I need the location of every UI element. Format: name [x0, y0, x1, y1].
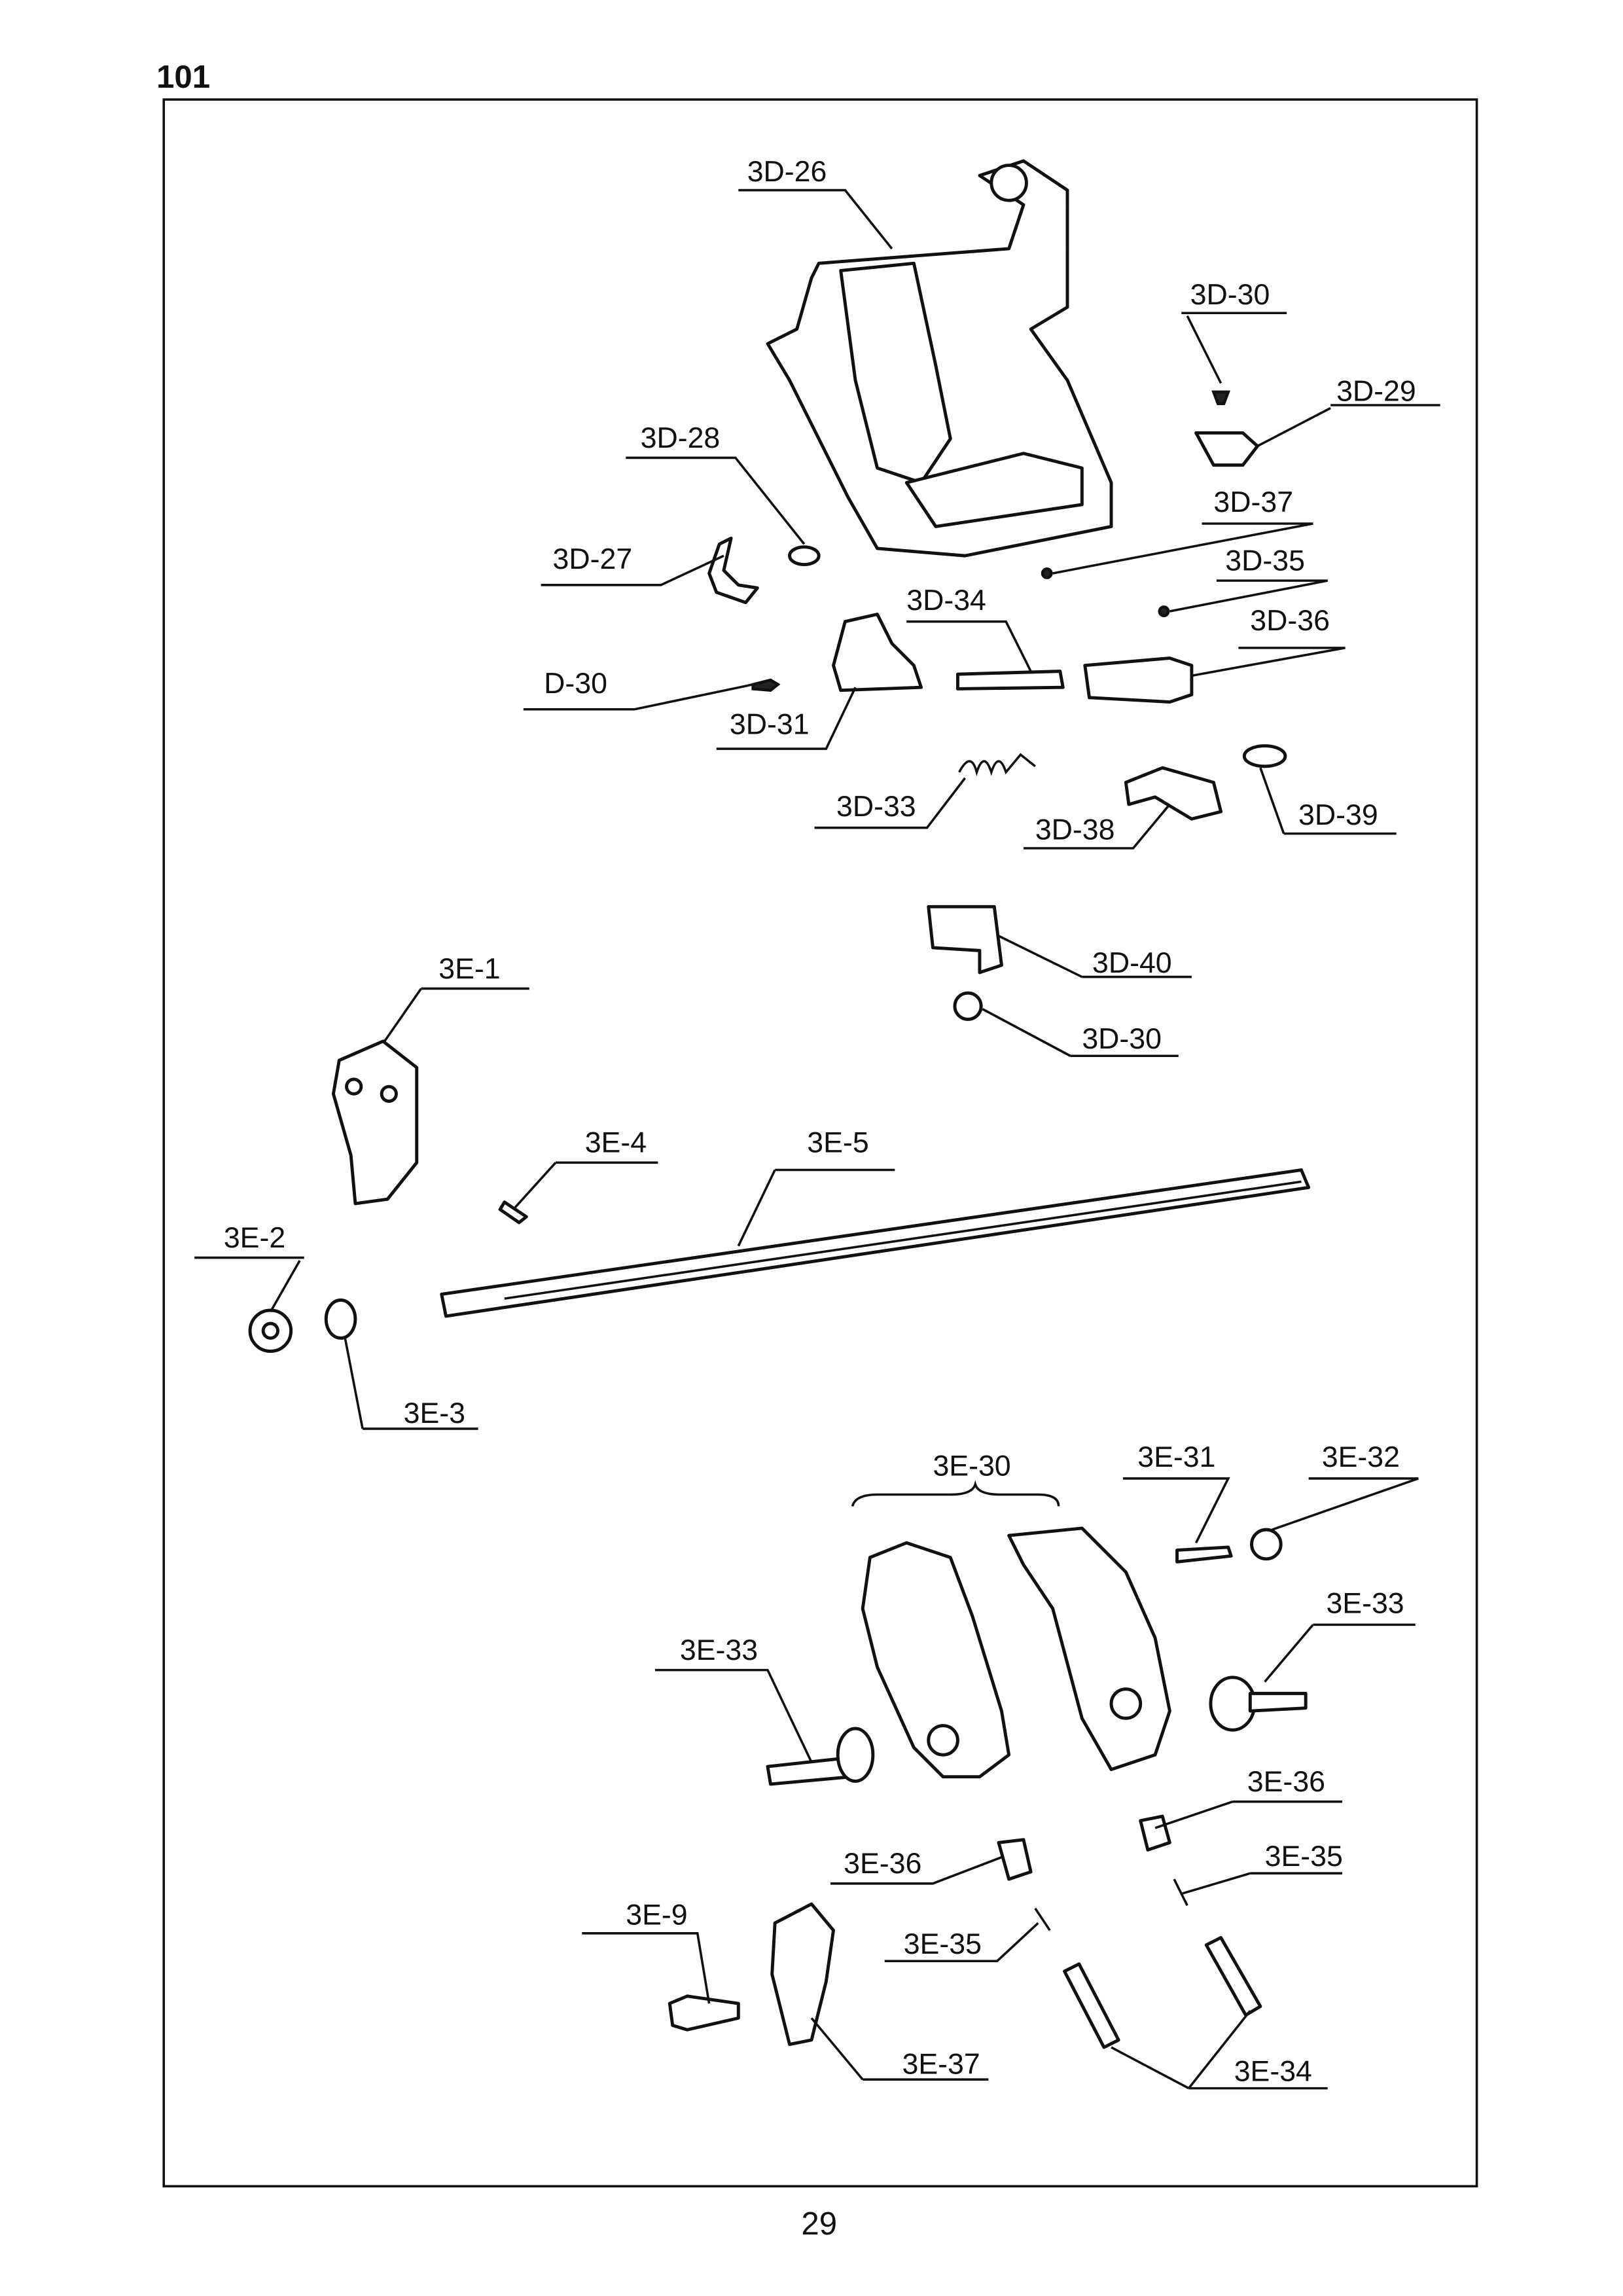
- part-3d-40: [927, 905, 1003, 975]
- part-3e-9: [668, 1994, 740, 2032]
- callout-label: 3D-30: [1082, 1023, 1162, 1055]
- callout-label: 3D-34: [906, 584, 986, 617]
- page-number: 29: [801, 2206, 837, 2242]
- callout-label: 3E-36: [844, 1848, 921, 1880]
- callout-label: 3D-40: [1092, 947, 1172, 979]
- part-3d-27: [707, 536, 759, 605]
- callout-label: 3E-2: [224, 1222, 285, 1254]
- part-3d-38: [1124, 766, 1223, 821]
- callout-label: 3D-39: [1298, 799, 1378, 831]
- callout-label: 3D-29: [1336, 375, 1416, 407]
- callout-label: 3E-9: [626, 1899, 687, 1931]
- callout-label: 3E-31: [1137, 1441, 1215, 1473]
- part-3e-37: [770, 1902, 835, 2047]
- callout-label: 3D-38: [1035, 814, 1115, 846]
- callout-label: 3E-30: [933, 1450, 1010, 1482]
- parts: [248, 159, 1311, 2049]
- part-3d-39: [1242, 744, 1287, 768]
- part-3e-31: [1175, 1545, 1233, 1564]
- callout-label: 3E-5: [807, 1127, 868, 1159]
- leader-lines: [194, 188, 1440, 2090]
- callout-label: 3E-33: [1326, 1587, 1404, 1619]
- part-3d-34: [955, 670, 1065, 691]
- part-3d-33: [958, 753, 1036, 777]
- part-3e-36-right: [1139, 1814, 1171, 1852]
- callout-label: 3E-33: [680, 1634, 758, 1666]
- callout-label: 3D-36: [1250, 605, 1330, 637]
- part-3d-28: [788, 545, 821, 566]
- part-3d-36: [1083, 656, 1194, 704]
- callout-label: 3D-37: [1213, 486, 1293, 518]
- part-3e-4: [498, 1200, 528, 1225]
- callout-label: 3D-31: [730, 709, 810, 741]
- part-3d-29: [1194, 431, 1259, 467]
- part-3e-30-left: [861, 1541, 1011, 1779]
- part-3e-33-right: [1209, 1676, 1257, 1732]
- callout-label: 3E-37: [902, 2048, 980, 2080]
- callout-label: 3E-4: [585, 1127, 647, 1159]
- part-3e-30-right: [1007, 1526, 1171, 1772]
- part-3e-1: [331, 1039, 419, 1206]
- diagram-frame: [162, 98, 1478, 2188]
- callout-label: 3D-27: [553, 543, 633, 575]
- callout-label: 3E-32: [1322, 1441, 1400, 1473]
- callout-label: 3D-35: [1225, 545, 1305, 577]
- callout-label: 3E-35: [1265, 1840, 1343, 1873]
- callout-label: D-30: [544, 668, 607, 700]
- part-3e-32: [1250, 1528, 1283, 1561]
- part-d-30: [751, 678, 781, 692]
- part-3e-34-right: [1204, 1936, 1262, 2017]
- callout-label: 3E-34: [1234, 2055, 1312, 2087]
- part-3d-31: [832, 613, 923, 692]
- callout-labels: 3D-26 3D-30 3D-29 3D-28 3D-37 3D-27 3D-3…: [224, 156, 1416, 2087]
- callout-label: 3E-1: [438, 953, 500, 985]
- callout-label: 3D-28: [641, 422, 721, 454]
- callout-label: 3D-26: [747, 156, 827, 188]
- callout-label: 3E-3: [404, 1397, 465, 1429]
- part-3e-34-left: [1063, 1962, 1120, 2049]
- section-number: 101: [156, 60, 210, 95]
- callout-label: 3E-36: [1247, 1766, 1325, 1798]
- callout-label: 3D-30: [1190, 279, 1270, 311]
- part-3e-36-left: [997, 1838, 1033, 1881]
- callout-label: 3E-35: [904, 1928, 982, 1960]
- part-3e-3: [324, 1298, 357, 1340]
- callout-label: 3D-33: [836, 791, 916, 823]
